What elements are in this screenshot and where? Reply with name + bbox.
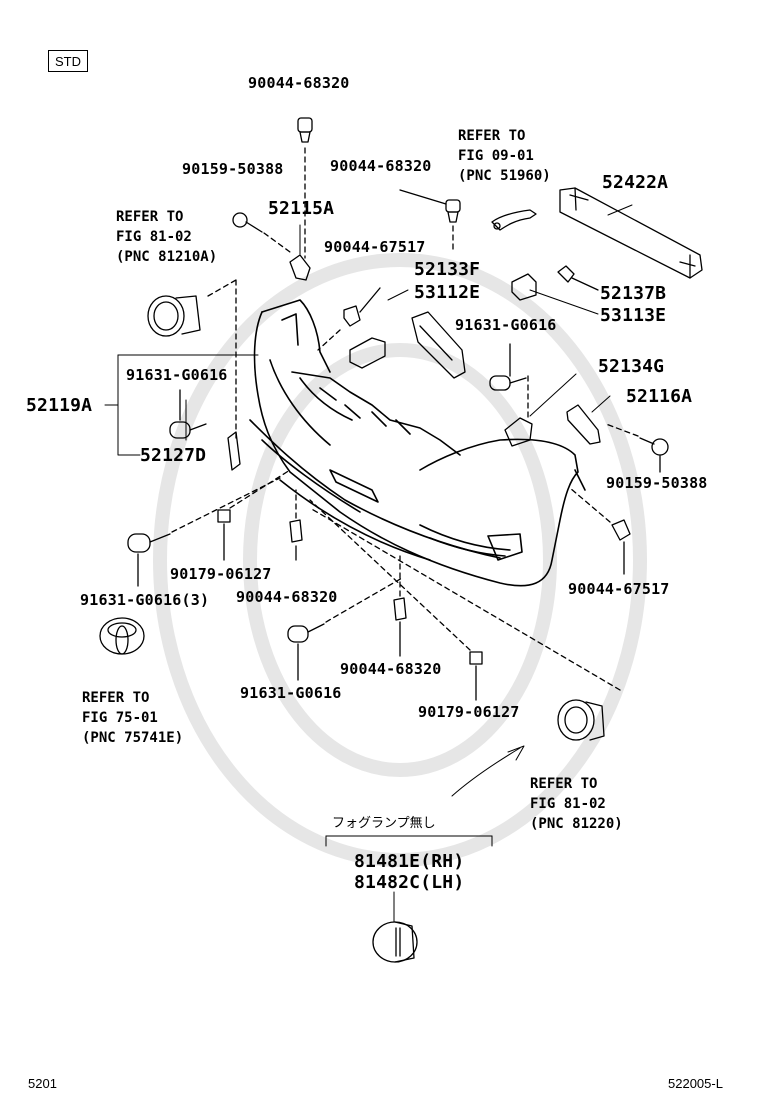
part-number-label[interactable]: 91631-G0616 [455,316,557,334]
part-number-label[interactable]: 52116A [626,386,693,407]
std-badge: STD [48,50,88,72]
refer-to-note[interactable]: REFER TO FIG 81-02 (PNC 81210A) [116,209,218,265]
bolt-91631-G0616-right [489,343,529,421]
no-foglamp-note: フォグランプ無し [332,816,436,831]
part-number-label[interactable]: 81482C(LH) [354,872,465,893]
clip-90044-67517-right [569,487,631,575]
watermark-logo [153,253,647,867]
part-number-label[interactable]: 90179-06127 [418,703,520,721]
part-number-label[interactable]: 53113E [600,305,667,326]
bracket-52116A [566,404,601,445]
bumper-cover [249,299,586,587]
clip-90044-68320-bottom [393,555,407,657]
part-number-label[interactable]: 90179-06127 [170,565,272,583]
refer-to-note[interactable]: REFER TO FIG 75-01 (PNC 75741E) [82,690,184,746]
part-number-label[interactable]: 91631-G0616(3) [80,591,210,609]
part-number-label[interactable]: 90044-68320 [340,660,442,678]
part-number-label[interactable]: 90044-67517 [568,580,670,598]
part-number-label[interactable]: 52422A [602,172,669,193]
leader-lines [104,204,633,923]
part-number-label[interactable]: 91631-G0616 [240,684,342,702]
part-number-label[interactable]: 52119A [26,395,93,416]
retainer-53112E [411,311,466,379]
bracket-53113E [511,273,537,301]
bracket-52115A [289,254,311,281]
part-number-label[interactable]: 81481E(RH) [354,851,465,872]
part-number-label[interactable]: 52127D [140,445,207,466]
clip-90044-68320-lower [289,489,303,561]
absorber-52422A [559,187,703,279]
part-number-label[interactable]: 52115A [268,198,335,219]
nut-90179-06127-right [309,499,483,701]
foglamp-left [147,279,237,441]
clip-90044-68320-top [297,117,313,259]
clip-90159-50388-right [605,423,669,473]
part-number-label[interactable]: 52137B [600,283,667,304]
part-number-label[interactable]: 52133F [414,259,481,280]
part-number-label[interactable]: 90159-50388 [606,474,708,492]
bolt-91631-G0616-bottom [287,577,403,681]
part-number-label[interactable]: 90044-67517 [324,238,426,256]
clip-90044-68320-mid [399,189,461,251]
part-number-label[interactable]: 90044-68320 [330,157,432,175]
figure-code: 522005-L [668,1076,723,1091]
part-number-label[interactable]: 91631-G0616 [126,366,228,384]
refer-to-note[interactable]: REFER TO FIG 81-02 (PNC 81220) [530,776,623,832]
bolt-91631-G0616-left [169,389,207,439]
part-number-label[interactable]: 90044-68320 [236,588,338,606]
nut-90179-06127-left [217,469,291,561]
part-number-label[interactable]: 90044-68320 [248,74,350,92]
clip-90044-67517-top [317,287,381,351]
emblem-icon [99,617,145,655]
fog-cover [372,921,418,963]
screw-90159-50388-left [232,212,291,253]
refer-to-note[interactable]: REFER TO FIG 09-01 (PNC 51960) [458,128,551,184]
foglamp-right [309,507,621,741]
bracket-52134G [504,417,533,447]
part-number-label[interactable]: 90159-50388 [182,160,284,178]
page-number: 5201 [28,1076,57,1091]
bracket-52133F [349,337,386,369]
clip-52137B [557,265,599,291]
rivet-51960 [491,209,537,231]
part-number-label[interactable]: 52134G [598,356,665,377]
part-number-label[interactable]: 53112E [414,282,481,303]
clip-52127D [227,431,241,471]
